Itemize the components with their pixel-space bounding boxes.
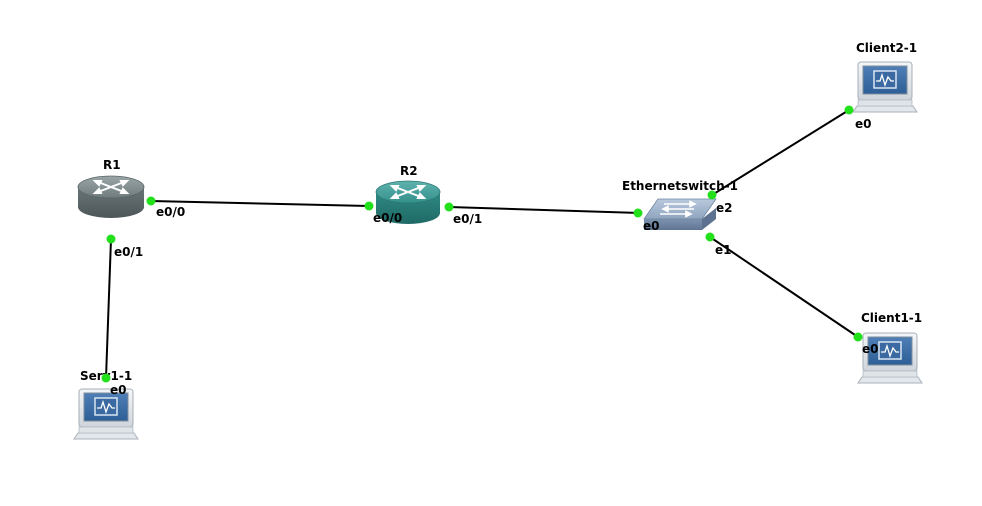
port-status-dot	[146, 196, 156, 206]
port-label-r1-e0-1: e0/1	[114, 245, 143, 259]
port-label-client2-e0: e0	[855, 117, 872, 131]
port-status-dot	[853, 332, 863, 342]
ethernet-switch-icon	[643, 198, 717, 230]
link-r1-r2[interactable]	[150, 200, 370, 207]
port-status-dot	[705, 232, 715, 242]
port-status-dot	[444, 202, 454, 212]
port-label-r2-e0-0: e0/0	[373, 211, 402, 225]
port-status-dot	[106, 234, 116, 244]
node-client2[interactable]: Client2-1	[852, 41, 918, 113]
node-label-client2: Client2-1	[856, 41, 917, 55]
vpcs-host-icon	[857, 332, 923, 384]
vpcs-host-icon	[73, 388, 139, 440]
node-label-ethernetswitch: Ethernetswitch-1	[622, 179, 738, 193]
port-status-dot	[101, 373, 111, 383]
port-status-dot	[844, 105, 854, 115]
port-label-switch-e0: e0	[643, 219, 660, 233]
node-r1[interactable]: R1	[77, 158, 145, 218]
port-label-switch-e2: e2	[716, 201, 733, 215]
port-label-switch-e1: e1	[715, 243, 732, 257]
node-r2[interactable]: R2	[375, 164, 441, 224]
link-switch-client2[interactable]	[711, 109, 850, 196]
port-label-client1-e0: e0	[862, 342, 879, 356]
node-ethernetswitch[interactable]: Ethernetswitch-1	[622, 179, 738, 230]
port-label-serv1-e0: e0	[110, 383, 127, 397]
port-status-dot	[633, 208, 643, 218]
port-status-dots	[101, 105, 863, 383]
port-status-dot	[707, 190, 717, 200]
port-label-r1-e0-0: e0/0	[156, 205, 185, 219]
vpcs-host-icon	[852, 61, 918, 113]
router-icon	[375, 180, 441, 224]
node-label-client1: Client1-1	[861, 311, 922, 325]
node-label-r1: R1	[103, 158, 121, 172]
link-r2-switch[interactable]	[448, 206, 639, 214]
link-r1-serv1[interactable]	[105, 238, 112, 379]
port-label-r2-e0-1: e0/1	[453, 212, 482, 226]
node-client1[interactable]: Client1-1	[857, 311, 923, 384]
link-switch-client1[interactable]	[709, 236, 859, 338]
node-label-r2: R2	[400, 164, 418, 178]
port-status-dot	[364, 201, 374, 211]
router-icon	[77, 175, 145, 218]
